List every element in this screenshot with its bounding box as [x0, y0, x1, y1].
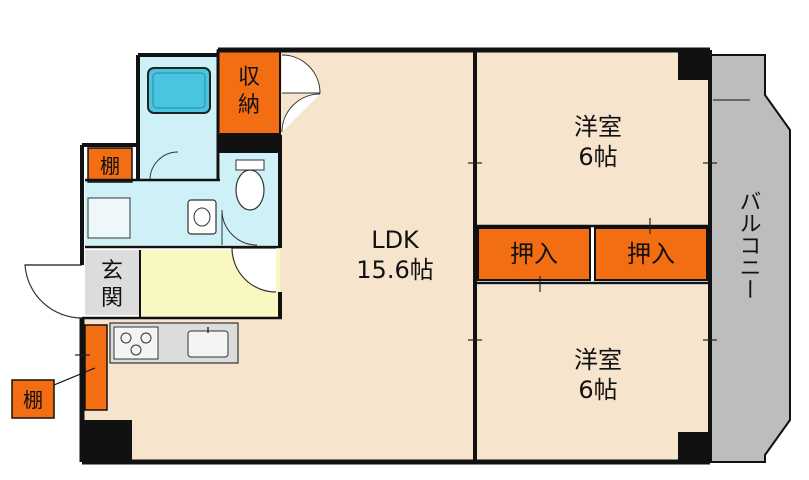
ldk-floor	[280, 50, 475, 460]
genkan-floor	[85, 250, 140, 315]
column-top-right	[678, 50, 710, 80]
ldk-name: LDK	[371, 226, 420, 254]
western-upper-size: 6帖	[578, 143, 617, 171]
oshiire-right	[594, 227, 708, 281]
ldk-door-swing	[231, 247, 277, 293]
oshiire-left	[477, 227, 591, 281]
column-bottom-right	[678, 432, 710, 462]
tana-entrance-label: 棚	[100, 154, 120, 178]
tana-entrance-shelf	[87, 147, 133, 183]
genkan-label-top: 玄	[101, 259, 123, 284]
genkan-door-swing	[24, 264, 83, 319]
tana-leader-line	[53, 367, 96, 386]
bathtub	[147, 67, 211, 114]
ldk-size: 15.6帖	[356, 256, 433, 284]
genkan-label-bottom: 関	[101, 286, 123, 311]
washbasin	[187, 199, 217, 235]
column-mid	[218, 135, 280, 153]
column-bottom-left	[82, 420, 132, 462]
door-ticks	[75, 162, 717, 356]
shuno-closet	[217, 49, 281, 136]
western-lower-size: 6帖	[578, 376, 617, 404]
washing-machine-space	[87, 197, 131, 239]
tana-kitchen-label: 棚	[23, 388, 43, 412]
tana-floating-box	[11, 379, 55, 419]
closet-door-swing-2	[281, 93, 321, 133]
western-room-lower-floor	[475, 285, 710, 460]
bath-door-swing	[149, 151, 179, 181]
oshiire-right-label: 押入	[627, 240, 675, 268]
toilet-bowl	[235, 169, 265, 211]
stove	[113, 326, 159, 360]
toilet-door-swing	[221, 209, 258, 246]
tana-kitchen-shelf	[84, 324, 108, 411]
balcony-label: バルコニー	[736, 190, 761, 300]
toilet-tank	[235, 159, 265, 171]
kitchen-sink	[187, 330, 229, 358]
shuno-label-top: 収	[238, 65, 260, 90]
closet-door-swing-1	[281, 54, 321, 94]
shuno-label-bottom: 納	[238, 93, 260, 118]
western-lower-name: 洋室	[574, 346, 622, 374]
balcony	[709, 54, 791, 463]
western-room-upper-floor	[475, 50, 710, 225]
western-upper-name: 洋室	[574, 113, 622, 141]
oshiire-left-label: 押入	[510, 240, 558, 268]
